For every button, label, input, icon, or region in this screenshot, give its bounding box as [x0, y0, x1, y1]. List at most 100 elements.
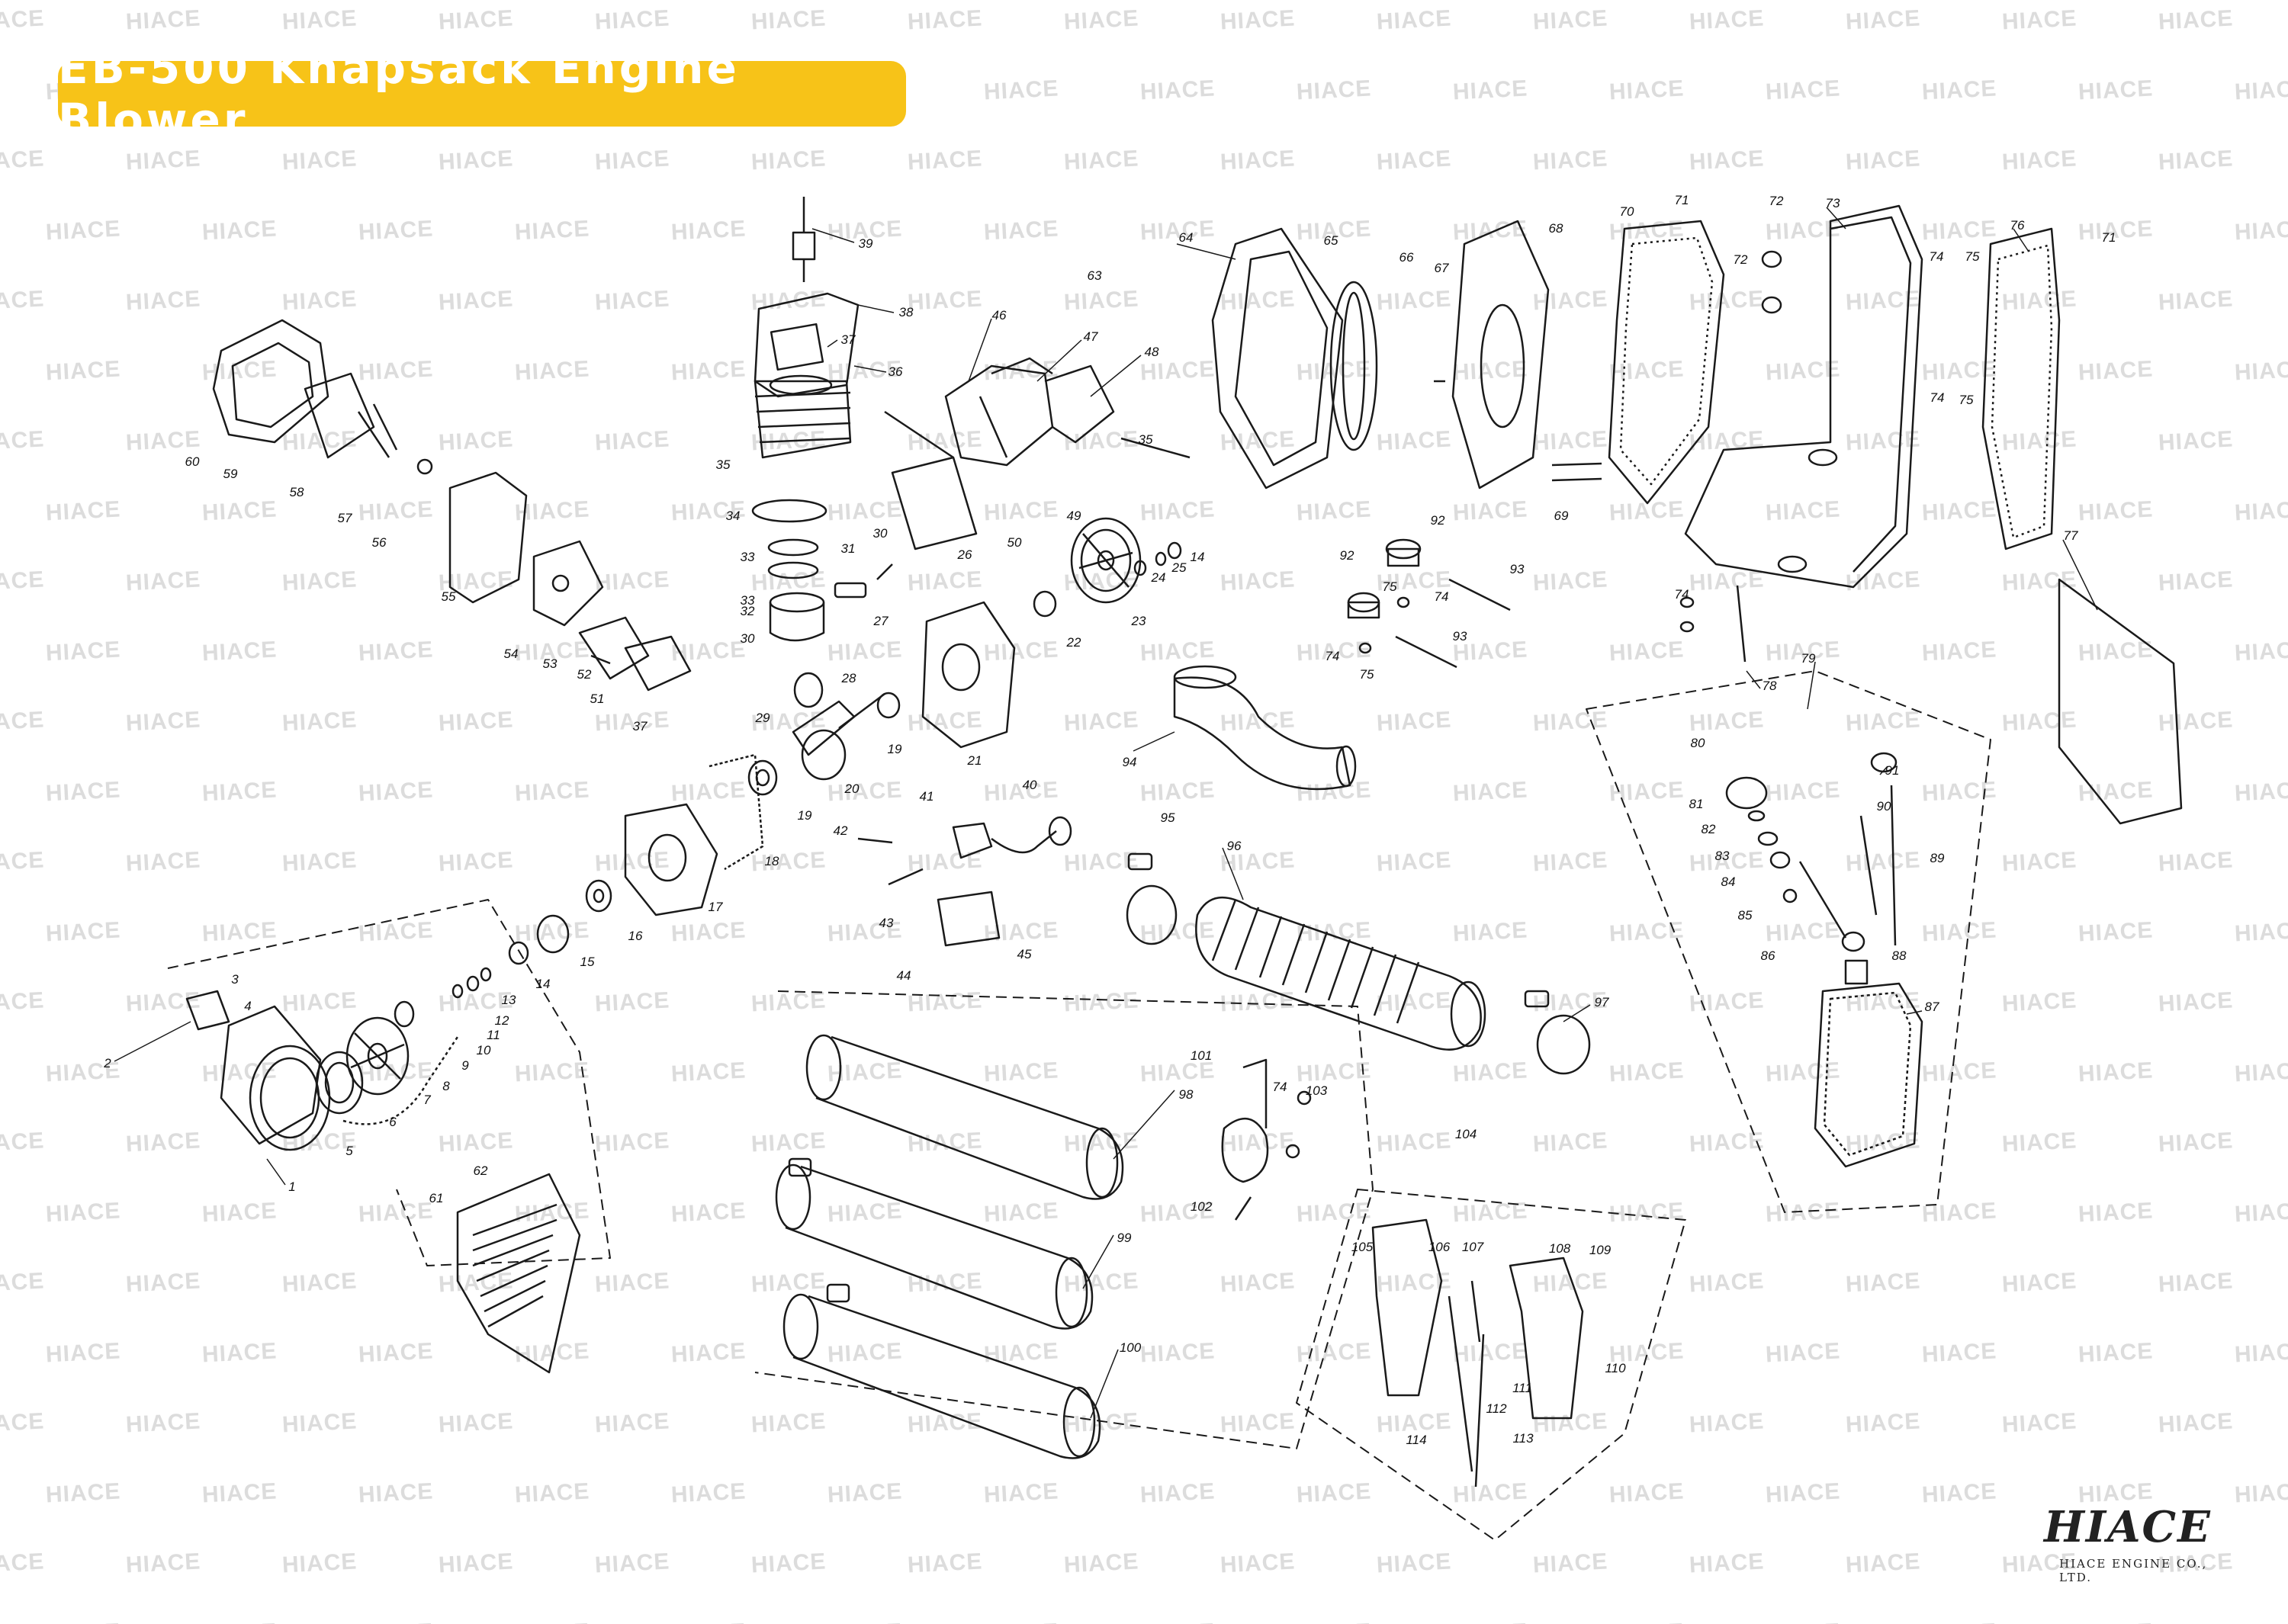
part-label-20: 20 — [844, 782, 860, 796]
part-label-35: 35 — [715, 457, 731, 472]
part-label-18: 18 — [764, 854, 779, 868]
part-label-56: 56 — [371, 535, 387, 550]
part-label-80: 80 — [1690, 736, 1705, 750]
part-label-66: 66 — [1399, 250, 1414, 265]
group-frame-handle — [1296, 1189, 1686, 1541]
part-label-17: 17 — [708, 900, 723, 914]
part-label-81: 81 — [1689, 797, 1704, 811]
part-label-92: 92 — [1430, 513, 1445, 528]
part-label-21: 21 — [967, 753, 982, 768]
part-label-52: 52 — [577, 667, 592, 682]
part-label-37: 37 — [840, 332, 856, 347]
part-label-68: 68 — [1548, 221, 1563, 236]
part-label-75: 75 — [1959, 393, 1974, 407]
part-label-32: 32 — [740, 604, 755, 618]
backpack-frame-drawing — [1608, 204, 2183, 825]
part-label-74: 74 — [1674, 587, 1689, 602]
part-label-75: 75 — [1359, 667, 1374, 682]
part-label-74: 74 — [1272, 1080, 1287, 1094]
part-label-83: 83 — [1714, 849, 1730, 863]
part-label-70: 70 — [1619, 204, 1634, 219]
part-label-9: 9 — [461, 1058, 469, 1073]
part-label-53: 53 — [542, 656, 558, 671]
part-label-106: 106 — [1428, 1240, 1451, 1254]
part-label-63: 63 — [1087, 268, 1102, 283]
part-label-112: 112 — [1486, 1401, 1507, 1416]
cylinder-drawing — [754, 197, 860, 459]
part-label-33: 33 — [740, 550, 755, 564]
part-label-41: 41 — [919, 789, 934, 804]
part-label-75: 75 — [1382, 579, 1397, 594]
part-label-46: 46 — [991, 308, 1007, 323]
part-label-57: 57 — [337, 511, 352, 525]
part-label-82: 82 — [1701, 822, 1716, 836]
part-label-62: 62 — [473, 1163, 488, 1178]
part-label-49: 49 — [1066, 509, 1081, 523]
part-label-84: 84 — [1721, 875, 1736, 889]
anti-vibration-mounts-drawing — [1347, 538, 1747, 669]
part-label-16: 16 — [628, 929, 643, 943]
carburetor-drawing — [448, 471, 692, 692]
part-label-19: 19 — [887, 742, 902, 756]
part-label-48: 48 — [1144, 345, 1159, 359]
part-label-8: 8 — [442, 1079, 450, 1093]
group-frame-starter — [167, 899, 611, 1266]
part-label-95: 95 — [1160, 810, 1175, 825]
part-label-90: 90 — [1876, 799, 1891, 814]
part-label-14: 14 — [535, 977, 551, 991]
part-label-72: 72 — [1733, 252, 1748, 267]
logo-company-name: HIACE ENGINE CO., LTD. — [2059, 1557, 2208, 1584]
muffler-drawing — [884, 357, 1115, 550]
part-label-72: 72 — [1769, 194, 1784, 208]
part-label-7: 7 — [423, 1093, 431, 1107]
part-label-76: 76 — [2010, 218, 2025, 233]
blower-housing-drawing — [1211, 220, 1602, 489]
part-label-26: 26 — [957, 547, 972, 562]
part-label-113: 113 — [1512, 1431, 1534, 1446]
part-label-102: 102 — [1190, 1199, 1213, 1214]
part-label-99: 99 — [1117, 1231, 1132, 1245]
part-label-86: 86 — [1760, 948, 1775, 963]
part-label-25: 25 — [1171, 560, 1187, 575]
piston-rings-drawing — [751, 499, 893, 642]
part-label-108: 108 — [1548, 1241, 1571, 1256]
part-label-103: 103 — [1305, 1083, 1328, 1098]
part-label-110: 110 — [1605, 1361, 1626, 1375]
part-label-67: 67 — [1434, 261, 1449, 275]
part-label-33: 33 — [740, 593, 755, 608]
part-label-15: 15 — [580, 955, 595, 969]
part-label-14: 14 — [1190, 550, 1205, 564]
pulley-spring-drawing — [315, 1016, 459, 1125]
recoil-starter-cover-drawing — [185, 990, 331, 1151]
crankcase-drawing — [624, 601, 1016, 916]
part-label-79: 79 — [1801, 651, 1816, 666]
fan-impeller-drawing — [1033, 437, 1191, 618]
part-label-74: 74 — [1929, 249, 1944, 264]
part-label-24: 24 — [1151, 570, 1166, 585]
part-label-54: 54 — [503, 647, 519, 661]
part-label-111: 111 — [1512, 1381, 1532, 1395]
part-label-19: 19 — [797, 808, 812, 823]
part-label-97: 97 — [1594, 995, 1609, 1009]
part-label-4: 4 — [244, 999, 252, 1013]
part-label-85: 85 — [1737, 908, 1753, 923]
part-label-73: 73 — [1825, 196, 1840, 210]
part-label-75: 75 — [1965, 249, 1980, 264]
part-label-71: 71 — [1674, 193, 1689, 207]
part-label-43: 43 — [879, 916, 894, 930]
part-label-96: 96 — [1226, 839, 1242, 853]
part-label-29: 29 — [755, 711, 770, 725]
straight-tubes-drawing — [775, 1034, 1124, 1459]
part-label-74: 74 — [1434, 589, 1449, 604]
part-label-45: 45 — [1017, 947, 1032, 961]
part-label-38: 38 — [898, 305, 914, 319]
part-label-27: 27 — [873, 614, 889, 628]
part-label-39: 39 — [858, 236, 873, 251]
part-label-71: 71 — [2101, 230, 2116, 245]
part-label-34: 34 — [725, 509, 741, 523]
group-frame-tubes — [754, 990, 1374, 1449]
part-label-93: 93 — [1509, 562, 1525, 576]
throttle-handle-drawing — [1371, 1218, 1584, 1488]
logo-mark: HIACE — [2044, 1502, 2212, 1552]
